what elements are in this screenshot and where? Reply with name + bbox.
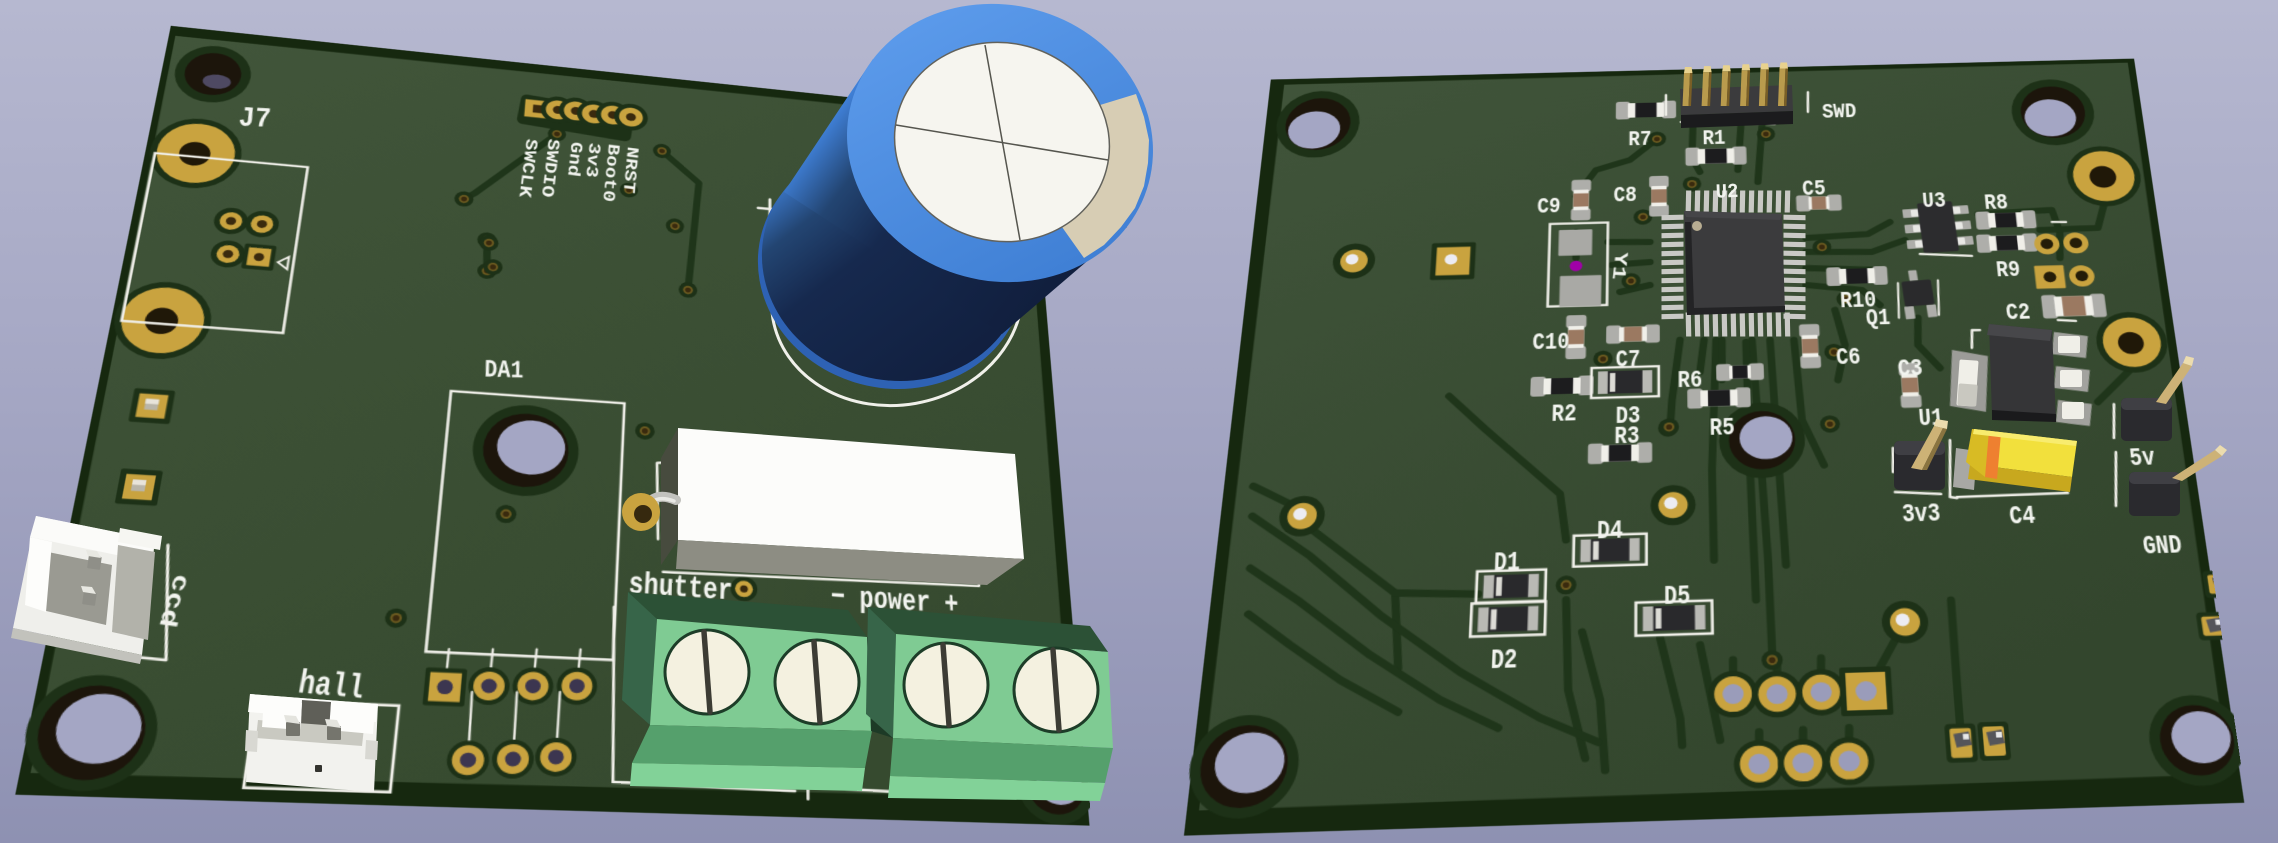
svg-text:R7: R7 (1628, 128, 1651, 152)
svg-text:5v: 5v (2128, 445, 2157, 474)
svg-text:D2: D2 (1490, 645, 1518, 677)
svg-text:D5: D5 (1664, 583, 1690, 614)
svg-text:R6: R6 (1678, 368, 1703, 396)
svg-text:DA1: DA1 (484, 357, 524, 386)
svg-text:C4: C4 (2008, 503, 2036, 533)
svg-text:D4: D4 (1597, 517, 1623, 547)
svg-text:R3: R3 (1614, 424, 1639, 452)
svg-text:GND: GND (2141, 532, 2184, 562)
svg-text:D3: D3 (1615, 404, 1640, 432)
svg-text:U2: U2 (1715, 180, 1739, 203)
svg-text:R9: R9 (1995, 258, 2021, 284)
svg-text:Q1: Q1 (1865, 306, 1891, 333)
svg-text:R8: R8 (1983, 192, 2009, 217)
svg-text:R10: R10 (1839, 288, 1877, 315)
svg-text:NRST: NRST (618, 146, 642, 195)
svg-text:Y1: Y1 (1606, 252, 1630, 280)
svg-text:R1: R1 (1702, 127, 1726, 151)
svg-text:J7: J7 (237, 103, 272, 136)
svg-text:R5: R5 (1709, 415, 1735, 443)
svg-text:3v3: 3v3 (581, 142, 604, 179)
svg-text:C7: C7 (1616, 347, 1641, 374)
svg-text:D1: D1 (1493, 549, 1520, 579)
svg-text:C9: C9 (1537, 195, 1561, 220)
svg-text:U3: U3 (1921, 190, 1946, 215)
svg-text:Gnd: Gnd (563, 141, 586, 178)
svg-text:C8: C8 (1613, 184, 1637, 209)
svg-text:C6: C6 (1835, 345, 1861, 372)
svg-text:C10: C10 (1532, 330, 1569, 357)
svg-text:C5: C5 (1802, 178, 1827, 203)
svg-text:R2: R2 (1551, 402, 1577, 430)
svg-text:SWD: SWD (1821, 101, 1857, 125)
svg-text:3v3: 3v3 (1901, 500, 1941, 530)
svg-text:C3: C3 (1897, 356, 1924, 383)
svg-text:C2: C2 (2005, 300, 2032, 326)
